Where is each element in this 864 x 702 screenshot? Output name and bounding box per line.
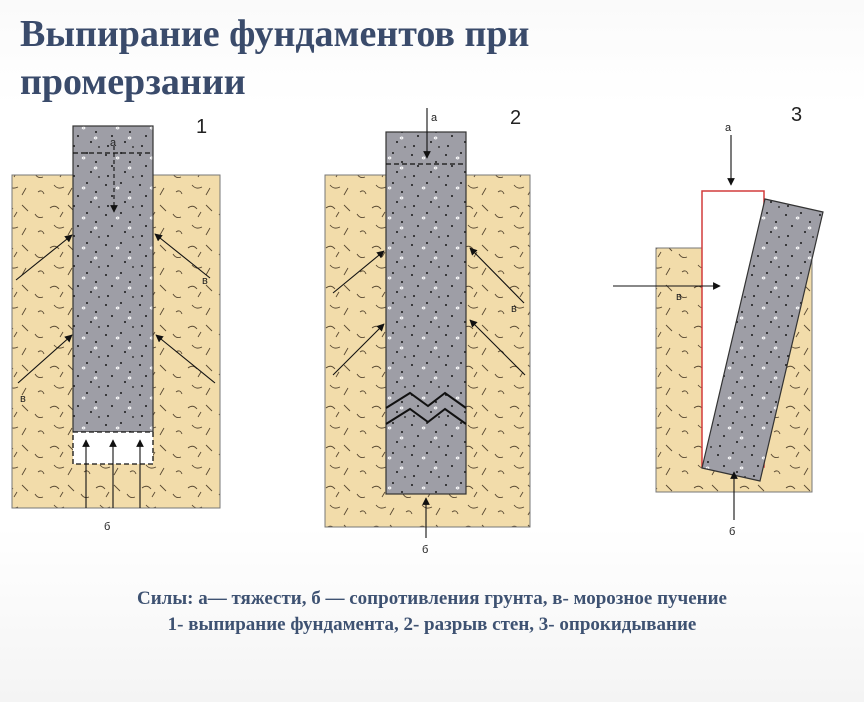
crack-line-upper — [385, 391, 467, 409]
label-a-3: а — [725, 122, 732, 134]
foundation-1 — [72, 125, 154, 433]
arrow-v-1-right-bottom — [155, 334, 216, 384]
figure-1: 1 а б в в — [11, 116, 221, 533]
caption-line-1: Силы: а— тяжести, б — сопротивления грун… — [136, 588, 727, 609]
arrow-v-1-left-bottom — [17, 334, 73, 384]
caption: Силы: а— тяжести, б — сопротивления грун… — [0, 586, 864, 638]
figure-1-number: 1 — [196, 116, 207, 138]
arrow-v-1-right-top — [154, 233, 211, 279]
figure-3: 3 а б в — [613, 104, 824, 538]
title-line-1: Выпирание фундаментов при — [20, 13, 530, 55]
figure-2: 2 а б в — [324, 107, 531, 556]
foundation-2 — [385, 131, 467, 495]
arrow-v-2-left-top — [332, 250, 385, 294]
figure-2-number: 2 — [510, 107, 521, 129]
label-b-2: б — [422, 544, 428, 556]
slide-title: Выпирание фундаментов при промерзании — [20, 10, 660, 106]
arrow-v-2-left-bottom — [332, 323, 385, 376]
arrow-v-2-right-top — [469, 247, 525, 304]
label-a-2: а — [431, 112, 438, 124]
label-v-1-left: в — [20, 393, 26, 405]
label-b-3: б — [729, 526, 735, 538]
arrow-v-2-right-bottom — [469, 319, 526, 376]
figure-3-number: 3 — [791, 104, 802, 126]
caption-line-2: 1- выпирание фундамента, 2- разрыв стен,… — [167, 614, 697, 635]
arrow-v-1-left-top — [15, 234, 73, 281]
label-b-1: б — [104, 521, 110, 533]
foundation-3-tilted — [701, 198, 824, 482]
label-v-2-right: в — [511, 303, 517, 315]
label-v-3: в — [676, 291, 682, 303]
crack-line-lower — [385, 407, 467, 425]
label-a-1: а — [110, 137, 117, 149]
label-v-1-right: в — [202, 275, 208, 287]
title-line-2: промерзании — [20, 61, 246, 103]
